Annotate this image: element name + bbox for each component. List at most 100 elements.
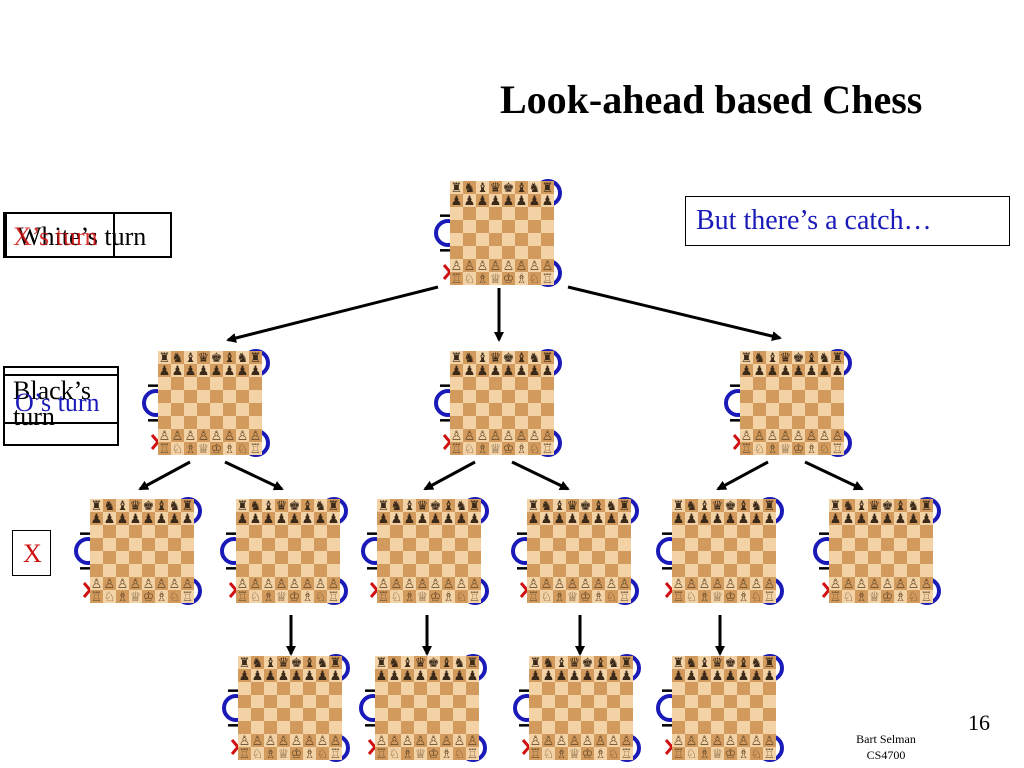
chess-piece: ♗: [699, 747, 711, 762]
board-square: [275, 564, 288, 577]
board-square: [528, 416, 541, 429]
chess-piece: ♙: [832, 429, 844, 444]
chess-piece: ♘: [317, 747, 329, 762]
board-square: [314, 577, 327, 590]
chess-piece: ♗: [516, 442, 528, 457]
board-square: [502, 233, 515, 246]
chess-piece: ♙: [291, 734, 303, 749]
chess-piece: ♛: [869, 499, 881, 514]
board-square: [618, 525, 631, 538]
chess-piece: ♚: [882, 499, 894, 514]
chess-piece: ♟: [712, 669, 724, 684]
edge-l1-d: [511, 460, 570, 491]
board-square: [236, 590, 249, 603]
chess-piece: ♞: [315, 499, 327, 514]
board-square: [303, 695, 316, 708]
board-square: [455, 590, 468, 603]
board-square: [427, 734, 440, 747]
board-square: [129, 499, 142, 512]
board-square: [249, 577, 262, 590]
board-square: [620, 734, 633, 747]
board-square: [316, 747, 329, 760]
board-square: [607, 721, 620, 734]
chess-piece: ♟: [378, 512, 390, 527]
board-square: [236, 442, 249, 455]
chess-piece: ♟: [276, 512, 288, 527]
board-square: [540, 512, 553, 525]
board-square: [792, 416, 805, 429]
chess-piece: ♝: [263, 499, 275, 514]
chess-piece: ♟: [528, 512, 540, 527]
board-square: [541, 377, 554, 390]
chessboard-graphic: ♜♟♙♖♞♟♙♘♝♟♙♗♛♟♙♕♚♟♙♔♝♟♙♗♞♟♙♘♜♟♙♖: [813, 497, 941, 605]
board-square: [541, 416, 554, 429]
chess-piece: ♖: [741, 442, 753, 457]
board-square: [155, 590, 168, 603]
board-square: [262, 590, 275, 603]
chess-piece: ♚: [289, 499, 301, 514]
chess-piece: ♗: [767, 442, 779, 457]
chess-piece: ♗: [402, 747, 414, 762]
chess-piece: ♜: [542, 351, 554, 366]
board-square: [607, 708, 620, 721]
chess-piece: ♛: [567, 499, 579, 514]
chess-piece: ♞: [464, 351, 476, 366]
chess-piece: ♟: [751, 512, 763, 527]
board-square: [540, 538, 553, 551]
board-square: [737, 734, 750, 747]
edge-l1-c: [423, 460, 476, 491]
chess-piece: ♝: [593, 499, 605, 514]
board-square: [489, 181, 502, 194]
chess-piece: ♔: [430, 590, 442, 605]
board-square: [766, 390, 779, 403]
board-square: [737, 564, 750, 577]
board-square: [750, 669, 763, 682]
board-square: [238, 721, 251, 734]
chess-piece: ♟: [712, 512, 724, 527]
chess-piece: ♜: [239, 656, 251, 671]
board-square: [553, 551, 566, 564]
chess-piece: ♞: [686, 499, 698, 514]
chess-piece: ♙: [529, 259, 541, 274]
chess-piece: ♟: [921, 512, 933, 527]
chess-piece: ♝: [404, 499, 416, 514]
board-square: [829, 525, 842, 538]
board-square: [920, 512, 933, 525]
chess-piece: ♟: [895, 512, 907, 527]
board-square: [377, 577, 390, 590]
board-square: [842, 538, 855, 551]
chess-piece: ♛: [490, 351, 502, 366]
board-square: [238, 656, 251, 669]
board-square: [290, 734, 303, 747]
chess-piece: ♖: [451, 442, 463, 457]
chess-piece: ♚: [291, 656, 303, 671]
board-square: [468, 538, 481, 551]
chess-piece: ♟: [252, 669, 264, 684]
board-square: [698, 512, 711, 525]
chessboard-graphic: ♜♟♙♖♞♟♙♘♝♟♙♗♛♟♙♕♚♟♙♔♝♟♙♗♞♟♙♘♜♟♙♖: [220, 497, 348, 605]
board-square: [277, 682, 290, 695]
board-square: [476, 233, 489, 246]
x-turn-box: X’s turn: [3, 212, 115, 258]
chess-piece: ♙: [908, 577, 920, 592]
board-square: [502, 220, 515, 233]
board-square: [620, 682, 633, 695]
board-square: [489, 377, 502, 390]
board-square: [463, 233, 476, 246]
chess-piece: ♕: [712, 590, 724, 605]
board-square: [529, 656, 542, 669]
board-square: [515, 429, 528, 442]
board-square: [763, 695, 776, 708]
board-square: [502, 403, 515, 416]
board-square: [528, 272, 541, 285]
board-square: [277, 669, 290, 682]
board-square: [264, 695, 277, 708]
chess-piece: ♙: [289, 577, 301, 592]
board-square: [116, 551, 129, 564]
chess-piece: ♙: [712, 734, 724, 749]
catch-note: But there’s a catch…: [685, 196, 1010, 246]
board-square: [541, 429, 554, 442]
board-square: [262, 512, 275, 525]
board-square: [818, 403, 831, 416]
board-square: [831, 442, 844, 455]
